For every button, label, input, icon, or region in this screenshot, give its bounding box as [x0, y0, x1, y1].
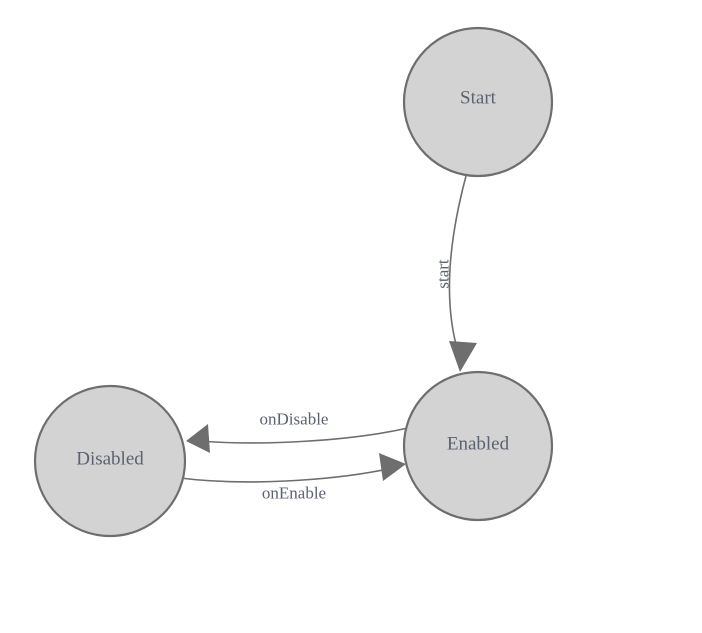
node-label-start: Start — [460, 88, 497, 109]
edge-enabled-to-disabled[interactable]: onDisable — [186, 410, 409, 454]
node-start[interactable]: Start — [402, 26, 554, 178]
node-label-enabled: Enabled — [447, 434, 510, 455]
edge-label-start: start — [434, 259, 453, 289]
node-disabled[interactable]: Disabled — [33, 384, 187, 538]
arrow-head-into-enabled-lower — [379, 453, 406, 481]
edge-path-disabled-to-enabled — [179, 468, 389, 483]
node-circle-disabled — [33, 384, 187, 538]
arrow-head-into-enabled — [449, 341, 477, 372]
node-circle-enabled — [402, 370, 554, 522]
node-circle-start — [402, 26, 554, 178]
edge-path-start-to-enabled — [448, 175, 467, 353]
edge-path-enabled-to-disabled — [199, 427, 409, 444]
node-enabled[interactable]: Enabled — [402, 370, 554, 522]
edge-start-to-enabled[interactable]: start — [434, 175, 478, 372]
edge-label-onDisable: onDisable — [260, 410, 329, 429]
arrow-head-into-disabled — [186, 424, 210, 453]
edge-disabled-to-enabled[interactable]: onEnable — [179, 453, 406, 503]
node-label-disabled: Disabled — [76, 449, 144, 470]
edge-label-onEnable: onEnable — [262, 484, 326, 503]
